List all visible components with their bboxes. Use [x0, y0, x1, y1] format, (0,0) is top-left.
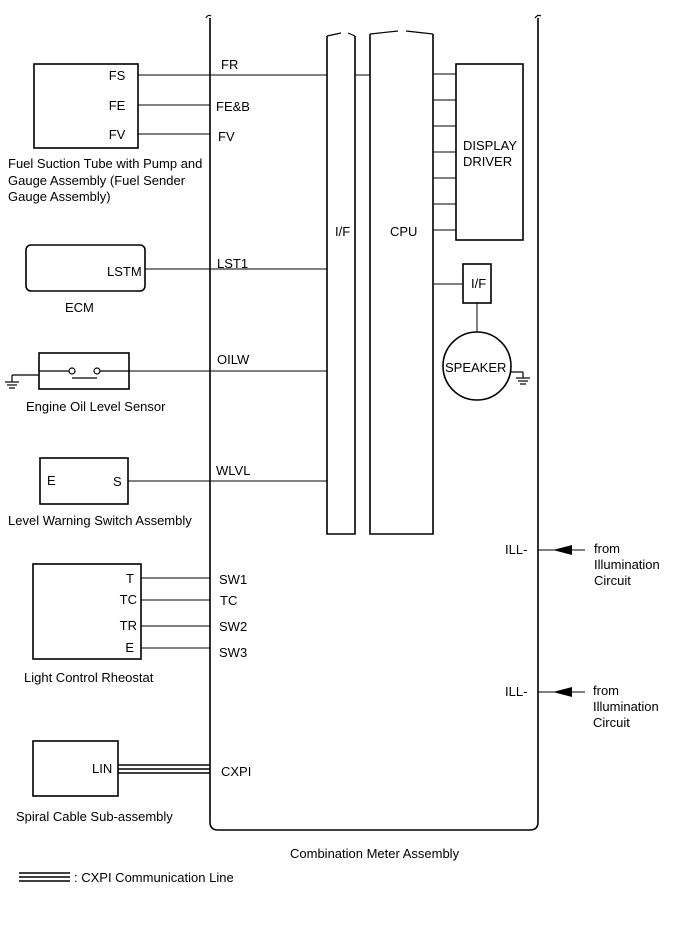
- cpu-column: [369, 34, 434, 535]
- legend-cxpi-symbol: [19, 872, 70, 882]
- fuel-sender-pin-fe: FE: [109, 98, 126, 113]
- rheostat-pin-t: T: [126, 571, 134, 586]
- oil-sensor-caption: Engine Oil Level Sensor: [26, 399, 166, 414]
- ecm-pin-lstm: LSTM: [107, 264, 142, 279]
- illum-label-1b: Illumination: [594, 557, 660, 572]
- if-column: [326, 36, 356, 535]
- meter-pin-feb: FE&B: [216, 99, 250, 114]
- display-driver-label-2: DRIVER: [463, 154, 512, 169]
- meter-pin-cxpi: CXPI: [221, 764, 251, 779]
- meter-pin-tc: TC: [220, 593, 237, 608]
- rheostat-pin-tc: TC: [120, 592, 137, 607]
- cxpi-bus-lines: [118, 764, 210, 774]
- level-switch-pin-e: E: [47, 473, 56, 488]
- if-column-label: I/F: [335, 224, 350, 239]
- illum-label-1c: Circuit: [594, 573, 631, 588]
- illumination-input-1: [538, 545, 585, 555]
- speaker-ground-icon: [511, 371, 530, 385]
- level-switch-box: [39, 457, 129, 505]
- meter-pin-fv: FV: [218, 129, 235, 144]
- meter-pin-oilw: OILW: [217, 352, 250, 367]
- spiral-cable-box: [32, 740, 119, 797]
- cpu-label: CPU: [390, 224, 417, 239]
- illumination-input-2: [538, 687, 585, 697]
- fuel-sender-box: [33, 63, 139, 149]
- meter-pin-fr: FR: [221, 57, 238, 72]
- meter-pin-sw1: SW1: [219, 572, 247, 587]
- display-driver-box: [455, 63, 524, 241]
- fuel-sender-caption-2: Gauge Assembly (Fuel Sender: [8, 173, 186, 188]
- display-driver-bus: [433, 73, 456, 231]
- fuel-sender-caption-3: Gauge Assembly): [8, 189, 111, 204]
- ill-pin-1: ILL-: [505, 542, 527, 557]
- meter-pin-sw2: SW2: [219, 619, 247, 634]
- fuel-sender-caption-1: Fuel Suction Tube with Pump and: [8, 156, 202, 171]
- meter-pin-lst1: LST1: [217, 256, 248, 271]
- rheostat-box: [32, 563, 142, 660]
- rheostat-caption: Light Control Rheostat: [24, 670, 154, 685]
- speaker-circle: [442, 331, 512, 401]
- speaker-if-label: I/F: [471, 276, 486, 291]
- spiral-cable-caption: Spiral Cable Sub-assembly: [16, 809, 173, 824]
- oil-sensor-ground-icon: [5, 374, 39, 389]
- fuel-sender-pin-fs: FS: [109, 68, 126, 83]
- illum-label-2c: Circuit: [593, 715, 630, 730]
- meter-pin-wlvl: WLVL: [216, 463, 250, 478]
- oil-sensor-switch-icon: [39, 367, 129, 379]
- ecm-box: [25, 244, 146, 292]
- illum-label-2a: from: [593, 683, 619, 698]
- illum-label-2b: Illumination: [593, 699, 659, 714]
- ill-pin-2: ILL-: [505, 684, 527, 699]
- spiral-cable-pin-lin: LIN: [92, 761, 112, 776]
- meter-assembly-caption: Combination Meter Assembly: [290, 846, 460, 861]
- level-switch-caption: Level Warning Switch Assembly: [8, 513, 192, 528]
- level-switch-pin-s: S: [113, 474, 122, 489]
- display-driver-label-1: DISPLAY: [463, 138, 517, 153]
- rheostat-pin-e: E: [125, 640, 134, 655]
- illum-label-1a: from: [594, 541, 620, 556]
- ecm-caption: ECM: [65, 300, 94, 315]
- fuel-sender-pin-fv: FV: [109, 127, 126, 142]
- rheostat-pin-tr: TR: [120, 618, 137, 633]
- legend-text: : CXPI Communication Line: [74, 870, 234, 885]
- meter-pin-sw3: SW3: [219, 645, 247, 660]
- speaker-label: SPEAKER: [445, 360, 506, 375]
